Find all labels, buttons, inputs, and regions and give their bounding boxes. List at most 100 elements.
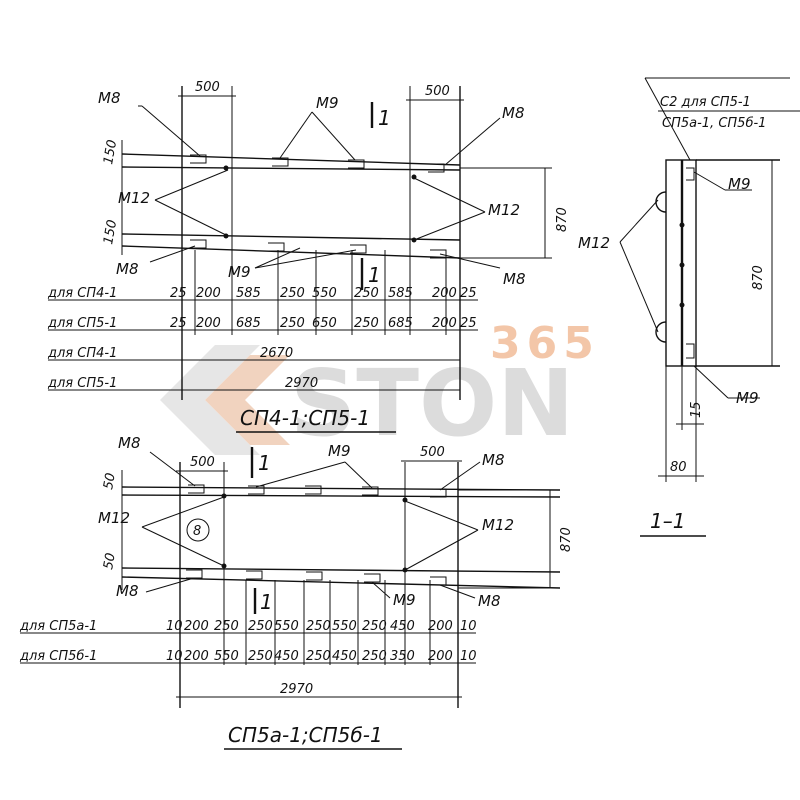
- top-row-1: для СП4-1 25 200 585 250 550 250 585 200…: [47, 286, 478, 301]
- bottom-label-m8-br: М8: [478, 592, 501, 610]
- bottom-panel-inner-edge: [121, 567, 561, 573]
- bottom-row-1-v2: 250: [214, 619, 239, 634]
- bottom-row-1-v9: 200: [428, 619, 453, 634]
- bottom-dim-500-left: 500: [190, 455, 215, 470]
- top-row-2-v1: 200: [196, 316, 221, 331]
- top-total-2-value: 2970: [285, 376, 318, 391]
- bottom-row-2-v1: 200: [184, 649, 209, 664]
- section-title: 1–1: [650, 509, 685, 533]
- top-lifting-loops: [223, 165, 417, 243]
- watermark-text: STON: [290, 350, 574, 457]
- top-total-1: для СП4-1 2670: [47, 346, 460, 361]
- top-row-1-v5: 250: [354, 286, 379, 301]
- top-label-m8-tl: М8: [98, 89, 121, 107]
- top-row-1-v7: 200: [432, 286, 457, 301]
- top-view-title: СП4-1;СП5-1: [240, 406, 370, 430]
- bottom-panel-top-edge-2: [121, 494, 561, 498]
- top-label-m8-tr: М8: [502, 104, 525, 122]
- section-label-m9-top: М9: [728, 175, 751, 193]
- bottom-label-m12-l: М12: [98, 509, 130, 527]
- bottom-label-m9-bot: М9: [393, 591, 416, 609]
- top-label-m9-top: М9: [316, 94, 339, 112]
- top-panel-top-edge: [121, 153, 461, 166]
- bottom-row-2-v3: 250: [248, 649, 273, 664]
- watermark-logo-icon: [160, 345, 290, 455]
- bottom-label-m8-tl: М8: [118, 434, 141, 452]
- bottom-label-m9-top: М9: [328, 442, 351, 460]
- top-row-1-v1: 200: [196, 286, 221, 301]
- section-height-dim: 870: [751, 265, 766, 290]
- top-dim-500-right: 500: [425, 84, 450, 99]
- bottom-lifting-loops: [221, 493, 408, 573]
- bottom-row-2-v8: 350: [390, 649, 415, 664]
- bottom-circle-label: 8: [193, 524, 201, 539]
- bottom-row-2-v2: 550: [214, 649, 239, 664]
- bottom-side-dim-50-lower: 50: [101, 552, 119, 571]
- bottom-label-m12-r: М12: [482, 516, 514, 534]
- top-row-2: для СП5-1 25 200 685 250 650 250 685 200…: [47, 316, 478, 331]
- bottom-row-1-v5: 250: [306, 619, 331, 634]
- top-label-m12-l: М12: [118, 189, 150, 207]
- section-note-1: С2 для СП5-1: [660, 95, 751, 110]
- section-view: С2 для СП5-1 СП5а-1, СП5б-1 870 М9 М12 М…: [578, 77, 800, 537]
- top-panel-top-edge-2: [121, 166, 461, 171]
- top-row-2-v6: 685: [388, 316, 413, 331]
- bottom-row-2-v4: 450: [274, 649, 299, 664]
- top-label-m12-r: М12: [488, 201, 520, 219]
- top-embedded-parts: [190, 154, 447, 259]
- bottom-panel-bottom-edge: [121, 576, 561, 589]
- bottom-label-m8-bl: М8: [116, 582, 139, 600]
- bottom-row-2-v6: 450: [332, 649, 357, 664]
- top-label-m8-bl: М8: [116, 260, 139, 278]
- section-loops: [655, 167, 695, 359]
- top-total-2: для СП5-1 2970: [47, 376, 460, 391]
- top-label-m8-br: М8: [503, 270, 526, 288]
- bottom-row-1-v1: 200: [184, 619, 209, 634]
- section-label-m12: М12: [578, 234, 610, 252]
- top-row-2-v7: 200: [432, 316, 457, 331]
- bottom-section-mark: 1: [258, 451, 271, 475]
- bottom-side-dim-50-upper: 50: [101, 472, 119, 491]
- top-total-1-value: 2670: [260, 346, 293, 361]
- bottom-row-1-v3: 250: [248, 619, 273, 634]
- bottom-row-1-label: для СП5а-1: [19, 619, 97, 634]
- top-view: 500 500 150 150 870 1 1 М8 М9 М8 М: [47, 80, 570, 433]
- bottom-row-2: для СП5б-1 10 200 550 250 450 250 450 25…: [19, 649, 477, 664]
- top-row-1-v8: 25: [460, 286, 477, 301]
- bottom-section-mark-2: 1: [260, 590, 273, 614]
- bottom-view: 500 500 50 50 870 1 1 8 М8 М9 М8 М12 М12: [19, 434, 574, 750]
- section-leaders: [619, 171, 760, 399]
- top-row-2-v5: 250: [354, 316, 379, 331]
- bottom-row-2-v5: 250: [306, 649, 331, 664]
- section-note-leader: [644, 77, 691, 161]
- bottom-row-1-v8: 450: [390, 619, 415, 634]
- top-total-2-label: для СП5-1: [47, 376, 117, 391]
- watermark-number: 365: [490, 318, 600, 369]
- bottom-row-1-v10: 10: [460, 619, 477, 634]
- top-total-1-label: для СП4-1: [47, 346, 117, 361]
- top-row-1-v3: 250: [280, 286, 305, 301]
- watermark: 365 STON: [160, 318, 600, 457]
- bottom-row-1: для СП5а-1 10 200 250 250 550 250 550 25…: [19, 619, 477, 634]
- top-row-2-v2: 685: [236, 316, 261, 331]
- bottom-view-title: СП5а-1;СП5б-1: [228, 723, 383, 747]
- bottom-row-2-label: для СП5б-1: [19, 649, 97, 664]
- bottom-total: 2970: [176, 682, 462, 698]
- top-row-2-v0: 25: [170, 316, 187, 331]
- top-dim-500-left: 500: [195, 80, 220, 95]
- top-row-1-label: для СП4-1: [47, 286, 117, 301]
- bottom-row-2-v0: 10: [166, 649, 183, 664]
- section-note-2: СП5а-1, СП5б-1: [662, 116, 766, 131]
- bottom-circle-marker: [186, 518, 210, 542]
- top-row-1-v0: 25: [170, 286, 187, 301]
- bottom-row-2-v7: 250: [362, 649, 387, 664]
- top-label-m9-bot: М9: [228, 263, 251, 281]
- top-section-mark: 1: [378, 106, 391, 130]
- top-row-2-v4: 650: [312, 316, 337, 331]
- top-height-dim: 870: [555, 207, 570, 232]
- section-dim-80: 80: [670, 460, 687, 475]
- top-side-dim-150-lower: 150: [101, 219, 120, 246]
- top-side-dim-150-upper: 150: [101, 139, 120, 166]
- bottom-row-1-v7: 250: [362, 619, 387, 634]
